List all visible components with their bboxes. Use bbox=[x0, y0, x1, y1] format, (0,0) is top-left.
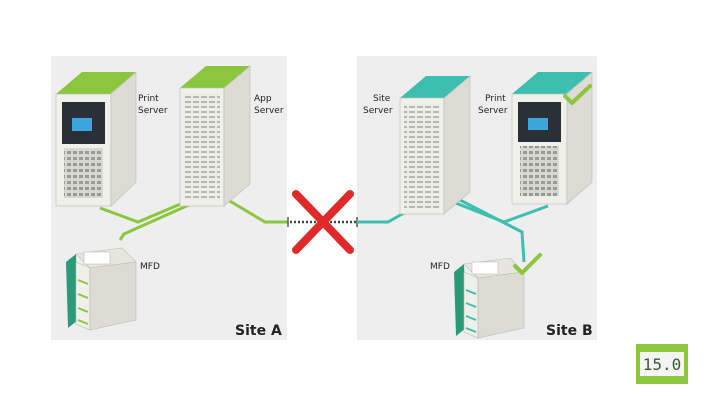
site-b-site-server-label: Site Server bbox=[363, 94, 393, 116]
site-b-print-server bbox=[511, 71, 593, 205]
svg-text:Server: Server bbox=[363, 106, 393, 116]
green-check-icon bbox=[513, 253, 542, 275]
svg-text:Print: Print bbox=[485, 94, 506, 104]
svg-text:Site: Site bbox=[373, 94, 391, 104]
svg-text:Server: Server bbox=[138, 106, 168, 116]
site-a-app-server-label: App Server bbox=[254, 94, 284, 116]
svg-text:App: App bbox=[254, 94, 272, 104]
site-a-network-lines bbox=[99, 198, 288, 241]
site-a-label: Site A bbox=[235, 323, 282, 339]
svg-text:Server: Server bbox=[478, 106, 508, 116]
green-check-icon bbox=[563, 84, 592, 105]
version-number: 15.0 bbox=[643, 355, 682, 374]
site-a-mfd-label: MFD bbox=[140, 262, 160, 272]
site-b-site-server bbox=[399, 75, 471, 215]
site-a-print-server-label: Print Server bbox=[138, 94, 168, 116]
site-b-mfd-label: MFD bbox=[430, 262, 450, 272]
red-x-icon bbox=[292, 190, 354, 254]
svg-text:Server: Server bbox=[254, 106, 284, 116]
site-b-print-server-label: Print Server bbox=[478, 94, 508, 116]
site-a-print-server bbox=[55, 71, 137, 207]
version-badge: 15.0 bbox=[636, 344, 688, 384]
site-b-mfd bbox=[454, 257, 525, 339]
site-a-app-server bbox=[179, 65, 251, 207]
svg-text:Print: Print bbox=[138, 94, 159, 104]
site-b-label: Site B bbox=[546, 323, 593, 339]
site-a-mfd bbox=[66, 247, 137, 331]
